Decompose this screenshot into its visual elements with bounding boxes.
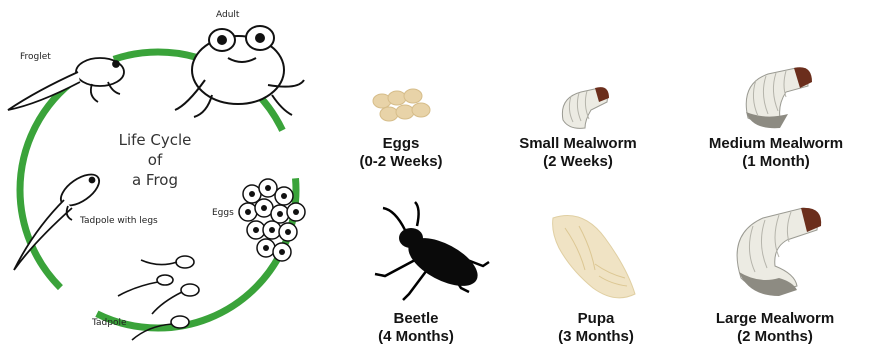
stage-eggs-caption: Eggs (0-2 Weeks) <box>341 135 461 171</box>
frog-title-line: Life Cycle <box>95 130 215 150</box>
stage-name: Medium Mealworm <box>683 135 869 153</box>
stage-name: Small Mealworm <box>498 135 658 153</box>
small-mealworm-icon <box>553 80 613 135</box>
stage-duration: (2 Weeks) <box>498 153 658 171</box>
label-froglet: Froglet <box>20 52 51 62</box>
stage-duration: (3 Months) <box>541 328 651 346</box>
pupa-icon <box>545 206 645 306</box>
mealworm-life-cycle-panel: Eggs (0-2 Weeks) Small Mealworm (2 Weeks… <box>335 0 869 349</box>
stage-duration: (0-2 Weeks) <box>341 153 461 171</box>
beetle-icon <box>365 200 495 310</box>
large-mealworm-icon <box>727 204 837 304</box>
label-tadpole: Tadpole <box>92 318 127 328</box>
frog-title-line: a Frog <box>95 170 215 190</box>
stage-name: Eggs <box>341 135 461 153</box>
frog-title-line: of <box>95 150 215 170</box>
froglet-icon <box>8 58 124 110</box>
stage-name: Large Mealworm <box>685 310 865 328</box>
medium-mealworm-icon <box>738 62 818 136</box>
stage-name: Beetle <box>341 310 491 328</box>
frog-life-cycle-panel: Life Cycle of a Frog Adult Froglet Eggs … <box>0 0 330 349</box>
stage-name: Pupa <box>541 310 651 328</box>
stage-duration: (4 Months) <box>341 328 491 346</box>
label-eggs: Eggs <box>212 208 234 218</box>
stage-beetle-caption: Beetle (4 Months) <box>341 310 491 346</box>
label-tadpole-with-legs: Tadpole with legs <box>80 216 158 226</box>
stage-small-mealworm-caption: Small Mealworm (2 Weeks) <box>498 135 658 171</box>
stage-duration: (2 Months) <box>685 328 865 346</box>
frog-cycle-title: Life Cycle of a Frog <box>95 130 215 190</box>
stage-medium-mealworm-caption: Medium Mealworm (1 Month) <box>683 135 869 171</box>
stage-duration: (1 Month) <box>683 153 869 171</box>
adult-frog-icon <box>175 26 304 117</box>
stage-pupa-caption: Pupa (3 Months) <box>541 310 651 346</box>
mealworm-eggs-icon <box>367 86 437 126</box>
label-adult: Adult <box>216 10 239 20</box>
stage-large-mealworm-caption: Large Mealworm (2 Months) <box>685 310 865 346</box>
